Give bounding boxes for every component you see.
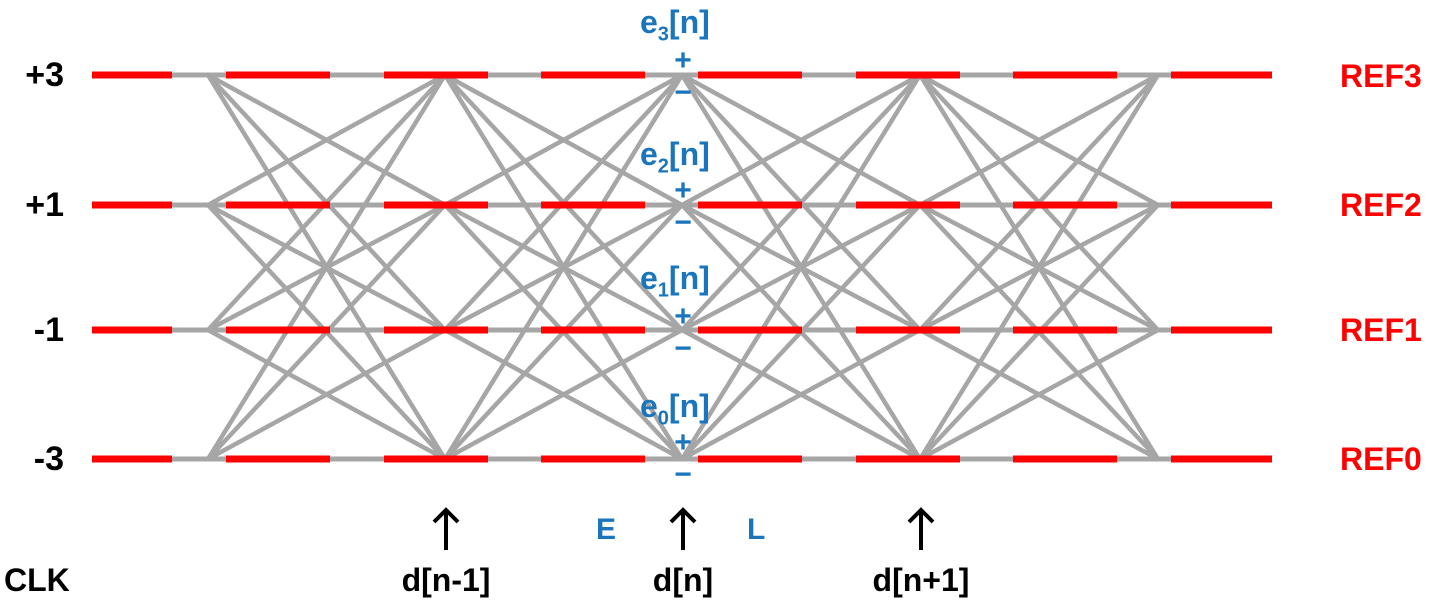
error-e1-label: e1[n]	[640, 260, 710, 302]
e1-plus-sign: +	[674, 300, 692, 333]
late-label: L	[747, 513, 766, 546]
eye-transition-trace	[680, 73, 922, 461]
eye-transition-trace	[206, 328, 447, 461]
eye-transition-trace	[443, 73, 684, 461]
eye-transition-trace	[443, 328, 684, 461]
e2-plus-sign: +	[674, 174, 692, 207]
tick-label-d-n: d[n]	[652, 562, 714, 598]
e3-minus-sign: −	[674, 76, 692, 109]
eye-traces	[92, 72, 1272, 462]
early-label: E	[596, 513, 617, 546]
error-e0-label: e0[n]	[640, 388, 710, 430]
sample-arrow-icon	[432, 507, 460, 550]
eye-transition-trace	[918, 73, 1160, 207]
sample-arrow-icon	[669, 507, 697, 550]
ref1-label: REF1	[1340, 312, 1422, 348]
eye-transition-trace	[918, 73, 1160, 461]
sample-arrow-icon	[907, 507, 935, 550]
e1-minus-sign: −	[674, 332, 692, 365]
error-e2-label: e2[n]	[640, 136, 710, 178]
level-label-plus3: +3	[25, 56, 64, 94]
ref2-label: REF2	[1340, 187, 1422, 223]
level-label-minus3: -3	[33, 440, 64, 478]
reference-lines	[92, 71, 1272, 463]
ref3-label: REF3	[1340, 58, 1422, 94]
eye-transition-trace	[443, 73, 684, 207]
e3-plus-sign: +	[674, 44, 692, 77]
e0-minus-sign: −	[674, 458, 692, 491]
error-e3-label: e3[n]	[640, 4, 710, 46]
level-label-plus1: +1	[25, 186, 64, 224]
level-label-minus1: -1	[33, 311, 64, 349]
clk-label: CLK	[4, 562, 70, 598]
e0-plus-sign: +	[674, 426, 692, 459]
e2-minus-sign: −	[674, 206, 692, 239]
eye-transition-trace	[918, 328, 1160, 461]
tick-label-d-n-plus-1: d[n+1]	[872, 562, 970, 598]
eye-transition-trace	[680, 73, 922, 207]
tick-label-d-n-minus-1: d[n-1]	[401, 562, 491, 598]
eye-transition-trace	[206, 73, 447, 461]
eye-transition-trace	[206, 73, 447, 207]
ref0-label: REF0	[1340, 441, 1422, 477]
eye-transition-trace	[680, 328, 922, 461]
